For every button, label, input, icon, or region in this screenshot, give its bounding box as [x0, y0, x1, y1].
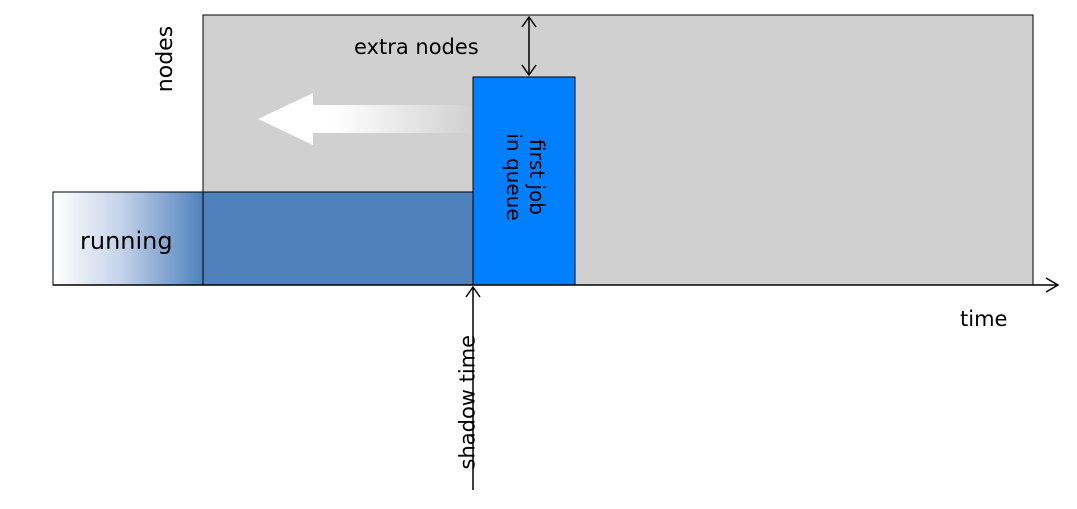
first-job-label: first job in queue: [500, 121, 549, 233]
running-job-label: running: [80, 227, 173, 255]
shadow-time-label: shadow time: [455, 334, 480, 470]
first-job-block: [472, 76, 576, 286]
right-arrow-icon: [53, 277, 1060, 293]
running-job-block: [202, 191, 474, 286]
up-arrow-icon: [465, 285, 481, 490]
running-job-tail: [52, 191, 204, 286]
extra-nodes-label: extra nodes: [354, 35, 479, 59]
first-job-label-line2: in queue: [502, 133, 526, 221]
left-arrow-icon: [258, 93, 473, 145]
nodes-axis-label: nodes: [153, 25, 178, 93]
first-job-label-line1: first job: [525, 139, 549, 215]
time-axis-label: time: [960, 307, 1008, 331]
double-headed-vertical-arrow-icon: [521, 15, 537, 77]
